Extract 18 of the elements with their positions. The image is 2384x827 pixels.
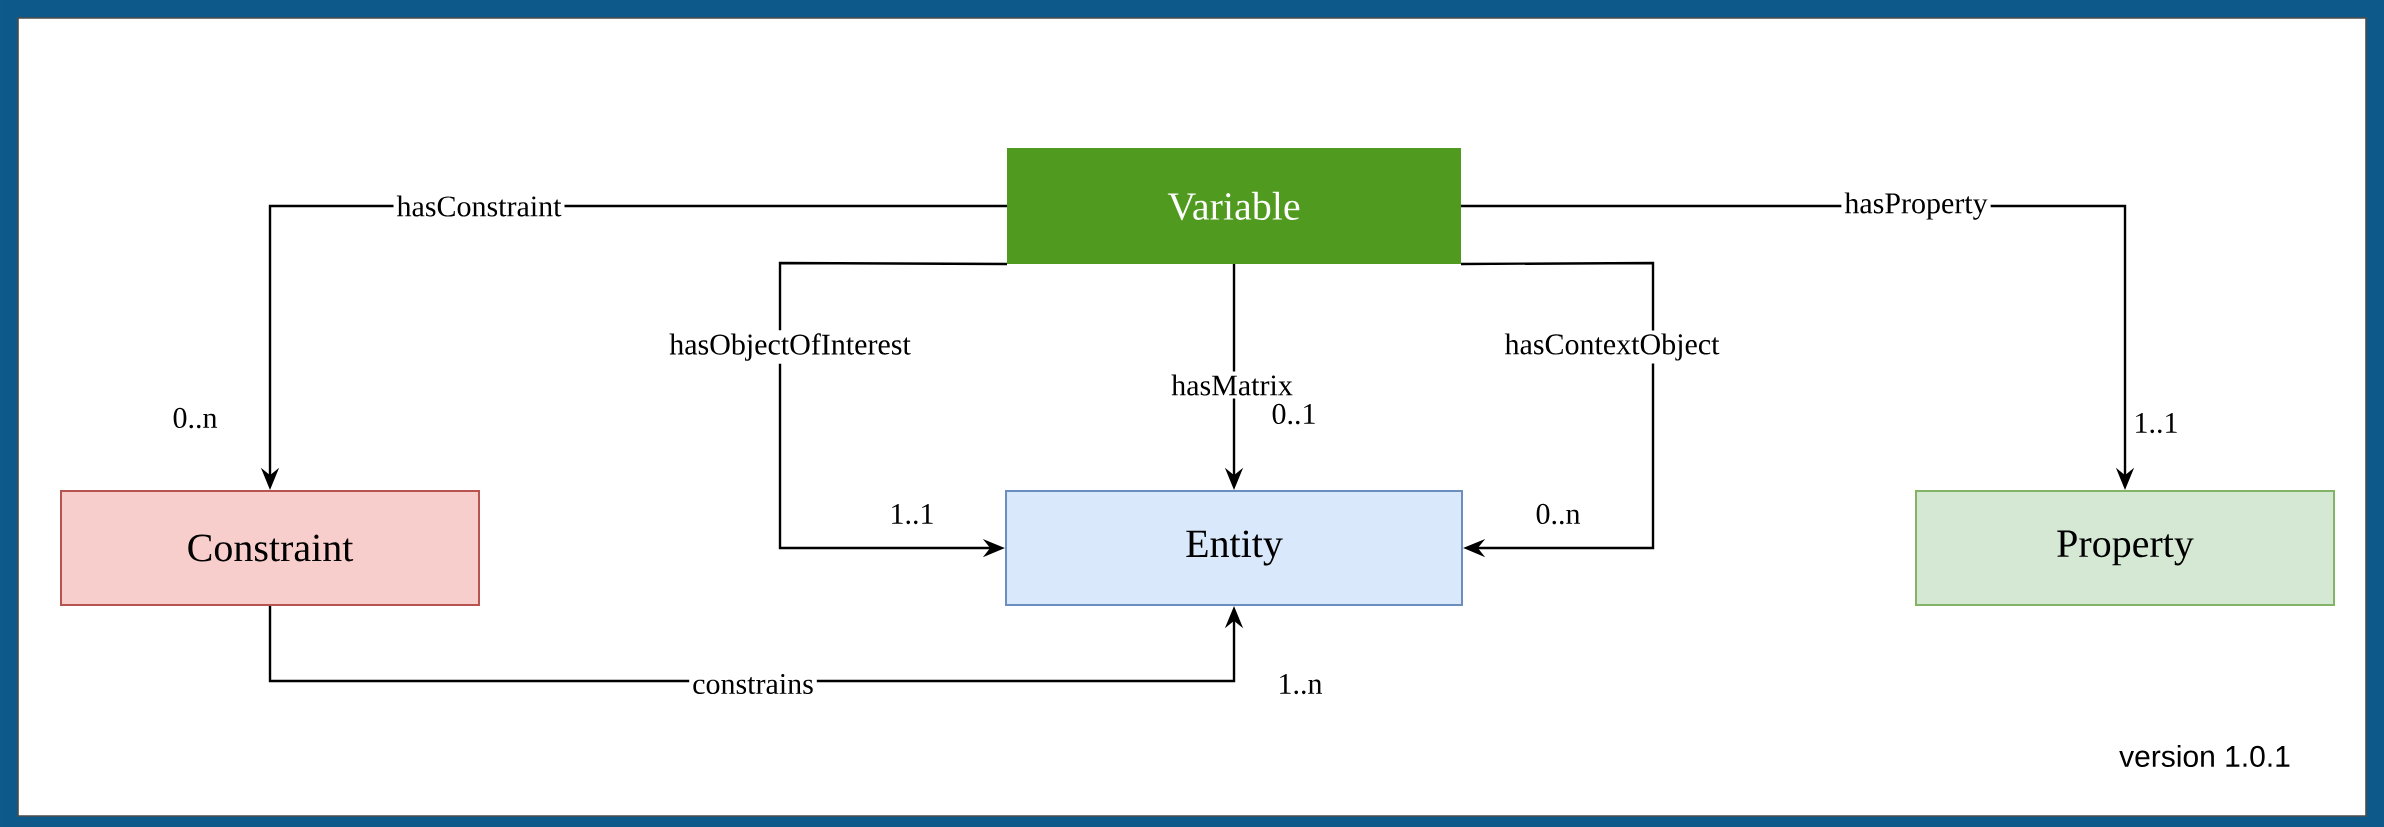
edge-label: hasMatrix — [1168, 371, 1296, 399]
multiplicity-label: 0..n — [173, 407, 218, 429]
multiplicity-label: 0..1 — [1272, 403, 1315, 425]
class-box: Constraint — [60, 490, 480, 606]
edge-label: hasConstraint — [393, 192, 565, 220]
class-box: Entity — [1005, 490, 1463, 606]
class-box: Variable — [1007, 148, 1461, 264]
version-note: version 1.0.1 — [2119, 745, 2290, 767]
arrow — [1461, 261, 1655, 558]
edge-label: hasProperty — [1841, 189, 1991, 223]
multiplicity-label: 1..1 — [2136, 412, 2177, 434]
multiplicity-label: 1..n — [1280, 673, 1323, 695]
edge-label: constrains — [689, 670, 817, 698]
multiplicity-label: 1..1 — [892, 503, 933, 525]
edge-label: hasObjectOfInterest — [666, 330, 914, 364]
edge-label: hasContextObject — [1501, 330, 1723, 364]
multiplicity-label: 0..n — [1536, 503, 1581, 525]
class-box: Property — [1915, 490, 2335, 606]
